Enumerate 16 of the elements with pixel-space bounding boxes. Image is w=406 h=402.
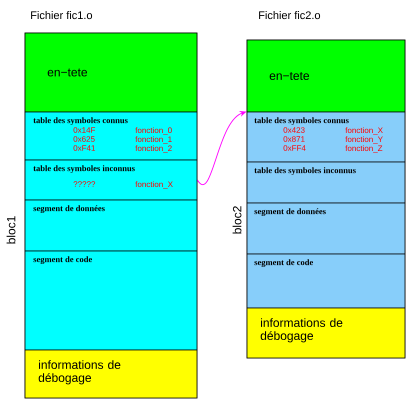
header-section: en−tete [24,32,198,112]
segment-section: segment de code [24,250,198,350]
table-section: table des symboles connus 0x14F fonction_0 0x625 fonction_1 0xF41 fonction_2 [24,112,198,160]
segment-section: segment de données [24,200,198,252]
node-label: Fichier fic2.o [259,11,320,20]
block-label: bloc2 [232,206,242,234]
header-section: en−tete [246,40,406,112]
table-section: table des symboles connus 0x423 fonction_X 0x871 fonction_Y 0xFF4 fonction_Z [246,112,406,162]
debug-info-section: informations de débogage [246,308,406,358]
segment-section: segment de code [246,254,406,308]
block-label: bloc1 [6,216,16,244]
segment-section: segment de données [246,202,406,254]
node-label: Fichier fic1.o [31,11,92,20]
table-section: table des symboles inconnus ????? fonction_X [24,160,198,200]
table-section: table des symboles inconnus [246,162,406,204]
debug-info-section: informations de débogage [24,350,198,398]
